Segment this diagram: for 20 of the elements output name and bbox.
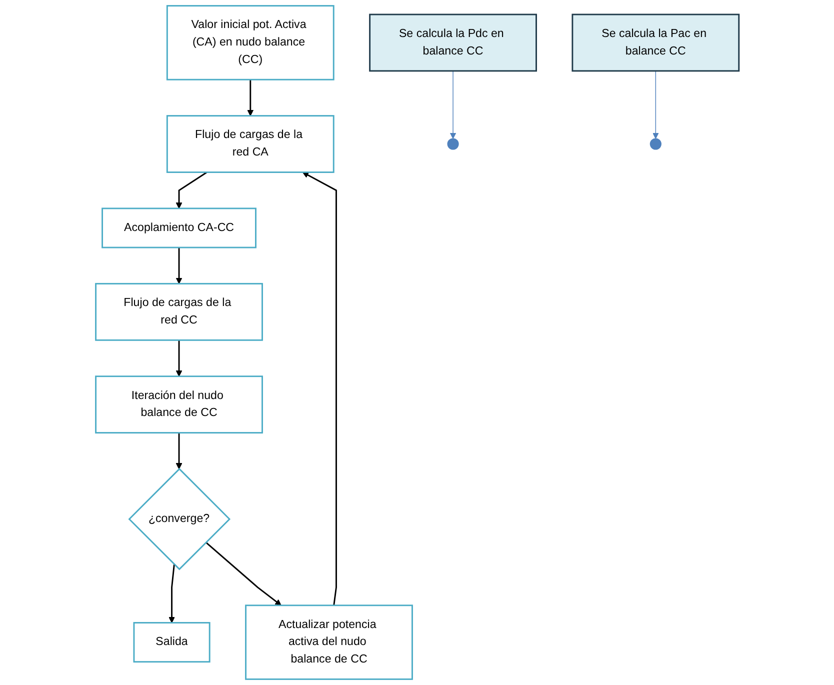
node-box: Valor inicial pot. Activa (CA) en nudo balance (CC) (166, 5, 334, 80)
arrow (168, 564, 175, 624)
arrow (176, 172, 207, 209)
node-box: Iteración del nudo balance de CC (94, 376, 263, 434)
node-box: Se calcula la Pdc en balance CC (368, 14, 537, 72)
arrow (652, 70, 658, 139)
node-diamond: ¿converge? (128, 468, 230, 570)
arrow (302, 172, 337, 606)
arrow (246, 80, 254, 116)
arrow (176, 248, 182, 284)
arrow (176, 340, 182, 377)
arrow (176, 432, 182, 470)
node-box: Salida (132, 622, 210, 663)
node-box: Actualizar potencia activa del nudo balance de CC (244, 604, 413, 680)
node-box: Flujo de cargas de la red CA (166, 115, 334, 173)
arrow (205, 542, 282, 606)
node-box: Acoplamiento CA-CC (101, 208, 256, 248)
node-box: Se calcula la Pac en balance CC (571, 14, 740, 72)
arrow (450, 70, 456, 139)
node-box: Flujo de cargas de la red CC (94, 282, 263, 341)
